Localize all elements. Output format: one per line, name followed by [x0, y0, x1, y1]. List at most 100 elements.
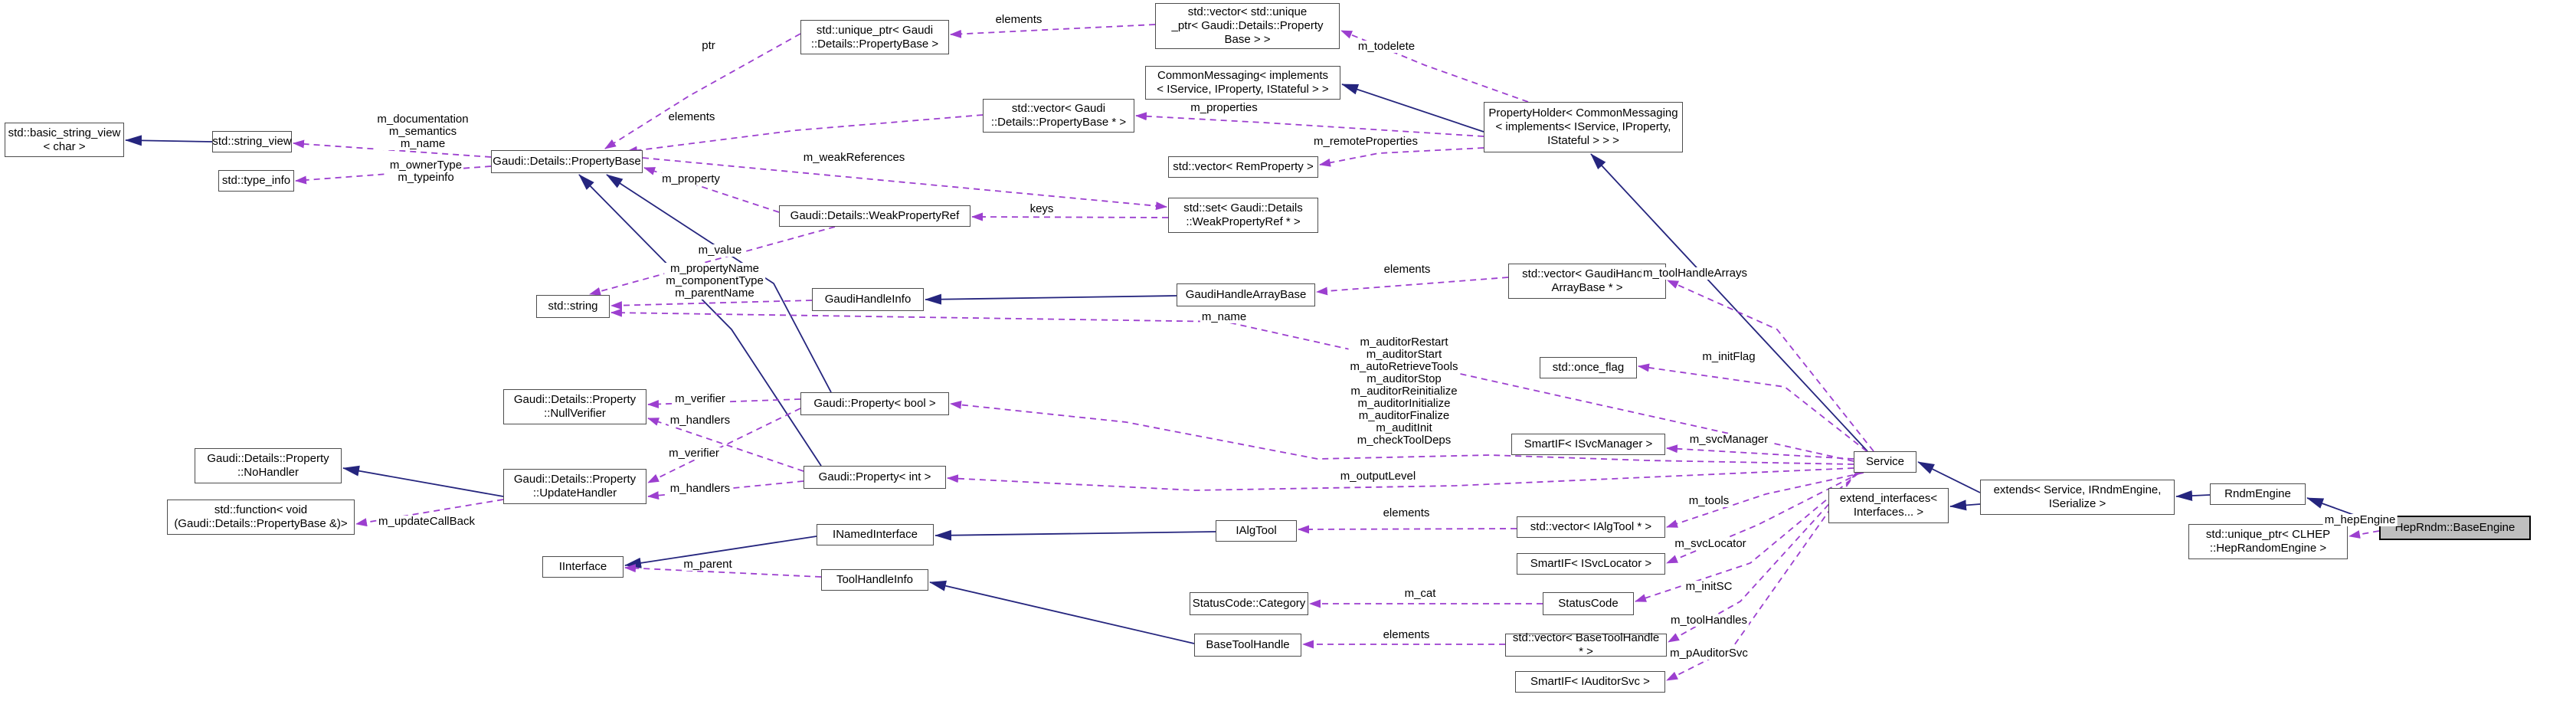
edge-label-prop_int-null_verifier: m_verifier: [667, 447, 721, 460]
edge-property_holder-vec_uptr: [1340, 30, 1529, 103]
edge-extends-extend_interfaces: [1949, 500, 1981, 511]
edge-vec_pb_ptr-property_base: [626, 114, 984, 155]
node-handle_array_base[interactable]: GaudiHandleArrayBase: [1177, 283, 1315, 306]
node-smartif_svcmanager[interactable]: SmartIF< ISvcManager >: [1511, 434, 1665, 455]
edge-property_holder-vec_rem: [1319, 147, 1484, 167]
node-handle_info[interactable]: GaudiHandleInfo: [812, 288, 924, 311]
node-inamed[interactable]: INamedInterface: [817, 524, 934, 545]
node-prop_int[interactable]: Gaudi::Property< int >: [804, 466, 946, 489]
edge-label-toolhandleinfo-iinterface: m_parent: [682, 558, 734, 571]
edge-property_base-set_weak: [642, 157, 1167, 211]
edge-label-vec_handle_array-handle_array_base: elements: [1382, 263, 1432, 276]
edge-property_holder-common_messaging: [1341, 84, 1484, 133]
edge-label-service-vec_basetoolhandle: m_toolHandles: [1668, 614, 1750, 627]
node-extends[interactable]: extends< Service, IRndmEngine, ISerializ…: [1980, 480, 2175, 515]
edge-label-prop_int-update_handler: m_handlers: [668, 482, 732, 495]
node-uptr_property_base[interactable]: std::unique_ptr< Gaudi ::Details::Proper…: [800, 20, 949, 54]
edge-basetoolhandle-toolhandleinfo: [929, 580, 1195, 644]
edge-handle_array_base-handle_info: [925, 293, 1177, 305]
edge-label-service-smartif_svcmanager: m_svcManager: [1687, 433, 1770, 446]
edge-prop_bool-update_handler: [647, 408, 801, 483]
edge-prop_bool-property_base: [606, 174, 832, 393]
node-no_handler[interactable]: Gaudi::Details::Property ::NoHandler: [195, 448, 342, 483]
edge-label-uptr_property_base-property_base: ptr: [700, 39, 717, 52]
node-std_string[interactable]: std::string: [536, 295, 610, 318]
node-property_holder[interactable]: PropertyHolder< CommonMessaging < implem…: [1484, 102, 1683, 152]
edge-label-vec_ialgtool-ialgtool: elements: [1381, 506, 1432, 519]
edge-label-property_base-string_view: m_documentation m_semantics m_name: [375, 113, 470, 150]
node-std_function[interactable]: std::function< void (Gaudi::Details::Pro…: [167, 500, 355, 535]
edge-label-service-prop_int: m_outputLevel: [1338, 470, 1418, 483]
node-extend_interfaces[interactable]: extend_interfaces< Interfaces... >: [1828, 488, 1949, 523]
node-basic_string_view[interactable]: std::basic_string_view < char >: [5, 123, 124, 157]
edge-service-smartif_svcmanager: [1666, 444, 1854, 460]
edge-label-service-smartif_svclocator: m_svcLocator: [1673, 537, 1748, 550]
node-string_view[interactable]: std::string_view: [212, 131, 292, 152]
node-ialgtool[interactable]: IAlgTool: [1216, 520, 1297, 542]
node-uptr_clhep[interactable]: std::unique_ptr< CLHEP ::HepRandomEngine…: [2188, 524, 2348, 559]
edge-uptr_property_base-property_base: [604, 33, 801, 149]
node-toolhandleinfo[interactable]: ToolHandleInfo: [821, 569, 928, 591]
node-vec_ialgtool[interactable]: std::vector< IAlgTool * >: [1517, 516, 1665, 538]
edge-label-update_handler-std_function: m_updateCallBack: [377, 515, 476, 528]
node-prop_bool[interactable]: Gaudi::Property< bool >: [800, 392, 949, 415]
node-rndm_engine[interactable]: RndmEngine: [2210, 483, 2306, 505]
node-iinterface[interactable]: IInterface: [542, 556, 624, 578]
edge-service-vec_basetoolhandle: [1668, 472, 1858, 643]
edge-service-vec_handle_array: [1667, 280, 1874, 452]
node-vec_rem[interactable]: std::vector< RemProperty >: [1168, 156, 1318, 178]
node-service[interactable]: Service: [1854, 451, 1916, 473]
node-statuscode[interactable]: StatusCode: [1543, 592, 1634, 615]
edge-prop_int-null_verifier: [647, 418, 804, 472]
edge-prop_int-property_base: [578, 174, 822, 467]
edge-label-weak_ref-std_string: m_value: [696, 244, 744, 257]
edge-ialgtool-inamed: [934, 529, 1216, 541]
edge-inamed-iinterface: [624, 536, 817, 568]
node-set_weak[interactable]: std::set< Gaudi::Details ::WeakPropertyR…: [1168, 198, 1318, 233]
node-sc_category[interactable]: StatusCode::Category: [1190, 592, 1308, 615]
edge-label-property_holder-vec_rem: m_remoteProperties: [1312, 135, 1419, 148]
edge-label-service-std_string: m_name: [1200, 310, 1249, 323]
node-common_messaging[interactable]: CommonMessaging< implements < IService, …: [1145, 66, 1340, 100]
edge-set_weak-weak_ref: [971, 212, 1169, 221]
node-property_base[interactable]: Gaudi::Details::PropertyBase: [491, 150, 643, 173]
edge-label-prop_bool-update_handler: m_handlers: [668, 414, 732, 427]
node-weak_ref[interactable]: Gaudi::Details::WeakPropertyRef: [779, 205, 971, 227]
edge-property_holder-vec_pb_ptr: [1135, 112, 1484, 137]
node-basetoolhandle[interactable]: BaseToolHandle: [1194, 634, 1301, 657]
edge-service-property_holder: [1590, 153, 1868, 452]
edge-label-weak_ref-property_base: m_property: [660, 172, 722, 185]
node-vec_basetoolhandle[interactable]: std::vector< BaseToolHandle * >: [1505, 631, 1667, 658]
edge-service-prop_bool: [950, 400, 1854, 465]
edge-vec_uptr-uptr_property_base: [950, 24, 1156, 38]
edge-label-vec_uptr-uptr_property_base: elements: [993, 13, 1044, 26]
node-update_handler[interactable]: Gaudi::Details::Property ::UpdateHandler: [503, 469, 646, 504]
edge-vec_handle_array-handle_array_base: [1316, 277, 1509, 296]
edge-string_view-basic_string_view: [125, 135, 213, 146]
edge-label-prop_bool-null_verifier: m_verifier: [673, 392, 727, 405]
node-type_info[interactable]: std::type_info: [218, 170, 294, 192]
edge-service-prop_int: [947, 467, 1854, 491]
edge-toolhandleinfo-iinterface: [624, 564, 822, 578]
edge-update_handler-std_function: [355, 499, 504, 527]
node-smartif_svclocator[interactable]: SmartIF< ISvcLocator >: [1517, 553, 1665, 575]
edge-rndm_engine-extends: [2175, 490, 2211, 502]
node-smartif_auditorsvc[interactable]: SmartIF< IAuditorSvc >: [1515, 671, 1665, 693]
node-once_flag[interactable]: std::once_flag: [1540, 357, 1637, 378]
edge-label-service-vec_handle_array: m_toolHandleArrays: [1642, 267, 1749, 280]
edge-label-property_base-type_info: m_ownerType m_typeinfo: [388, 159, 464, 184]
node-vec_handle_array[interactable]: std::vector< GaudiHandle ArrayBase * >: [1508, 264, 1666, 299]
edge-label-vec_pb_ptr-property_base: elements: [666, 110, 717, 123]
edge-label-service-prop_bool: m_auditorRestart m_auditorStart m_autoRe…: [1348, 336, 1460, 447]
edge-service-statuscode: [1635, 472, 1860, 602]
edge-label-service-smartif_auditorsvc: m_pAuditorSvc: [1668, 647, 1750, 660]
edge-label-vec_basetoolhandle-basetoolhandle: elements: [1381, 628, 1432, 641]
node-vec_uptr[interactable]: std::vector< std::unique _ptr< Gaudi::De…: [1155, 3, 1340, 49]
edge-label-property_holder-vec_uptr: m_todelete: [1356, 40, 1417, 53]
edge-service-std_string: [610, 308, 1854, 462]
edge-label-set_weak-weak_ref: keys: [1028, 202, 1056, 215]
node-vec_pb_ptr[interactable]: std::vector< Gaudi ::Details::PropertyBa…: [983, 99, 1134, 133]
node-null_verifier[interactable]: Gaudi::Details::Property ::NullVerifier: [503, 389, 646, 424]
